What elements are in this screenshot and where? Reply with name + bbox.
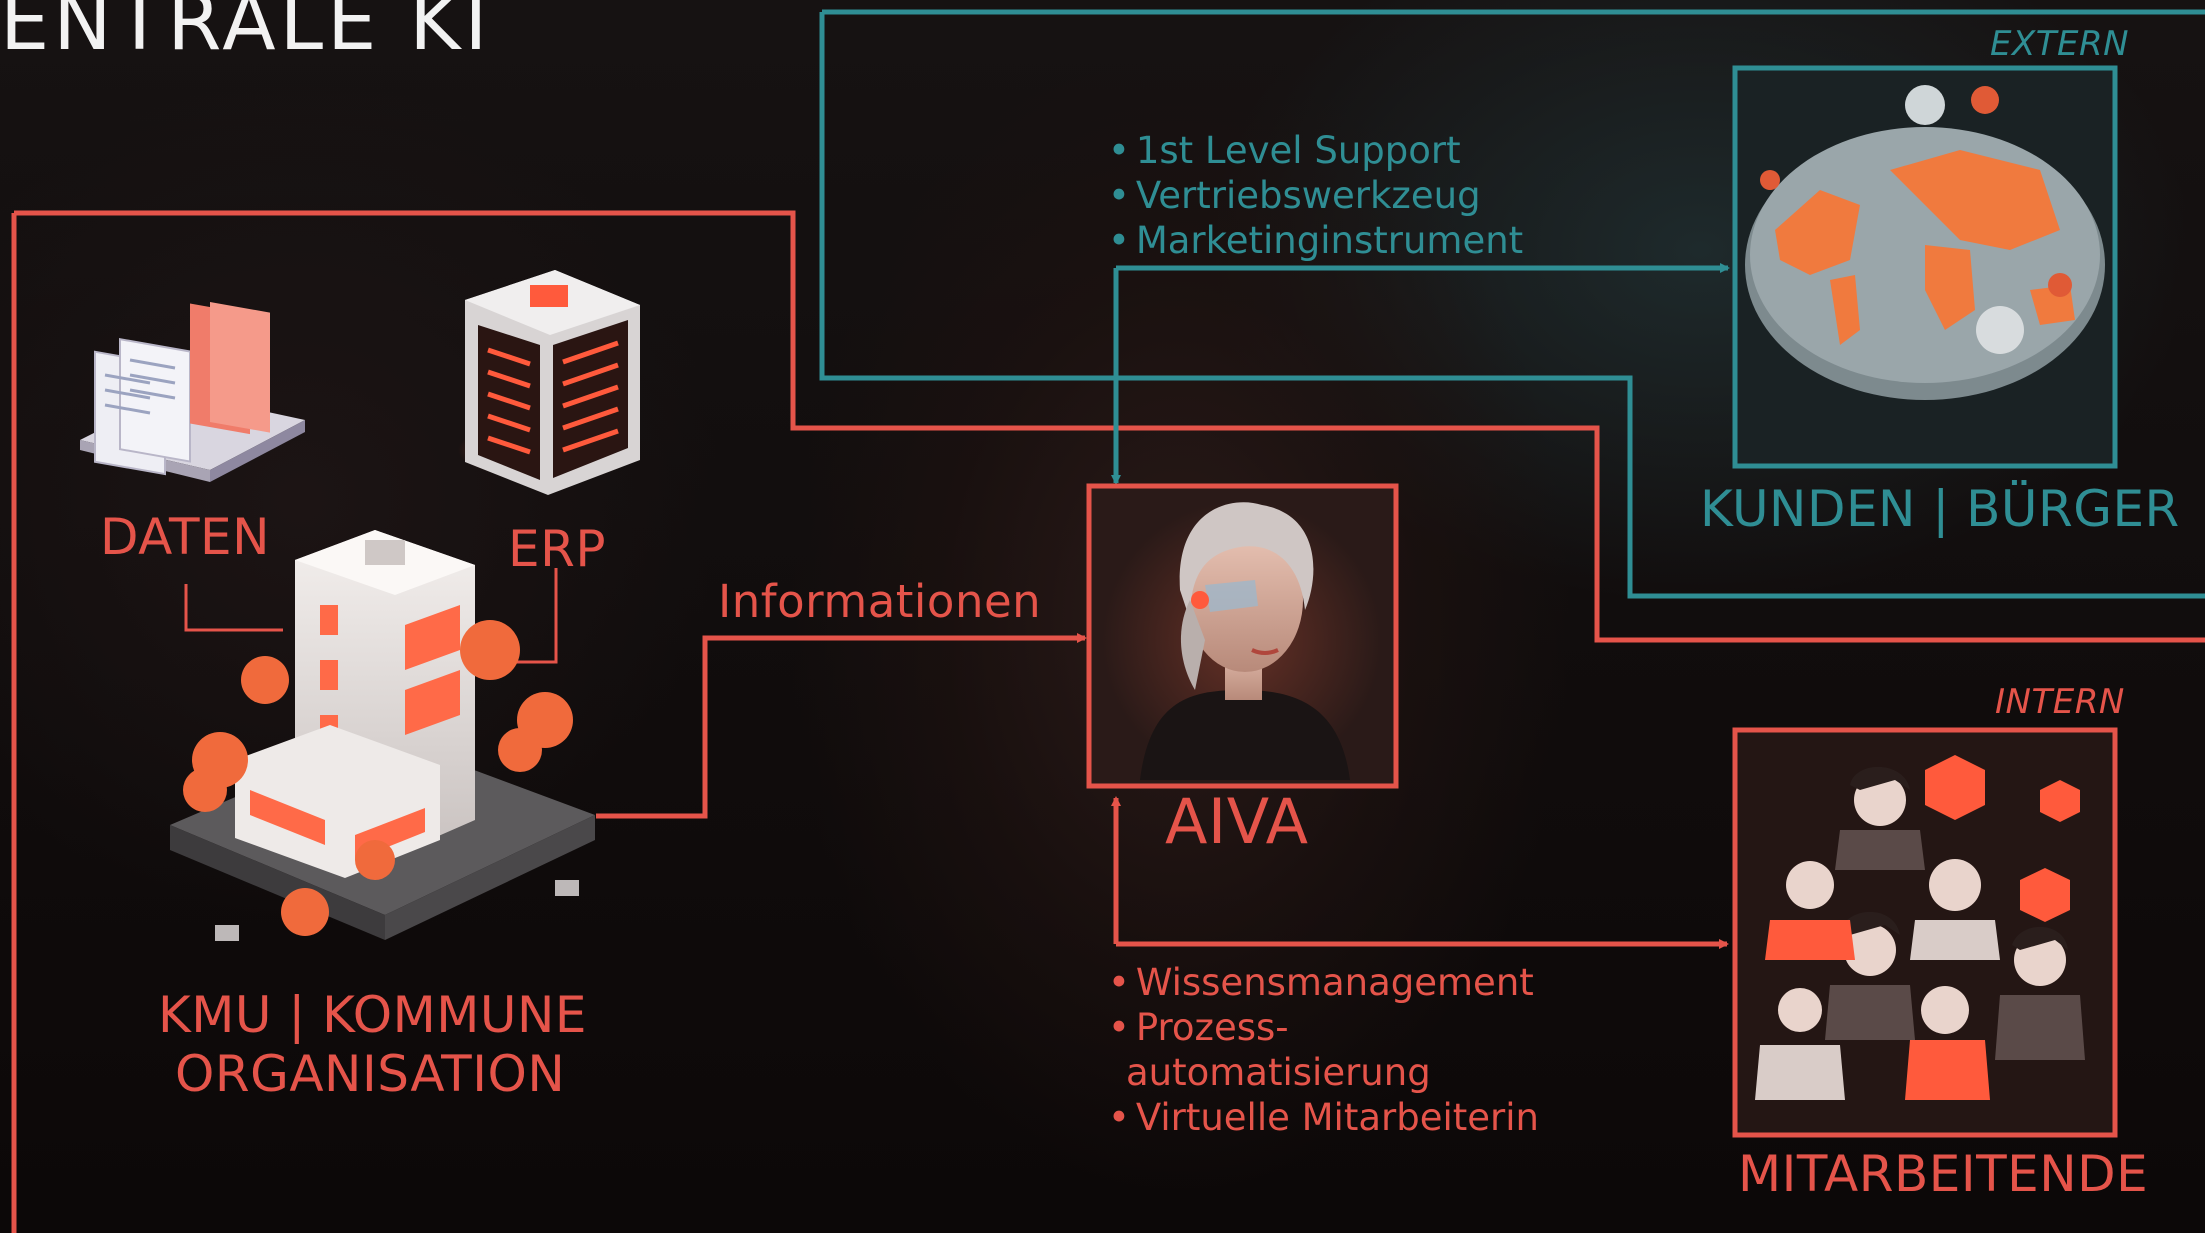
red-frame bbox=[11, 210, 2205, 1233]
extern-tag: EXTERN bbox=[1990, 24, 2130, 64]
extern-bullet-list: 1st Level Support Vertriebswerkzeug Mark… bbox=[1108, 128, 1523, 263]
org-label-line2: ORGANISATION bbox=[175, 1045, 566, 1103]
erp-label: ERP bbox=[508, 520, 606, 578]
daten-label: DATEN bbox=[100, 508, 270, 566]
server-icon bbox=[458, 270, 640, 495]
documents-icon bbox=[80, 302, 305, 482]
extern-bullet: Marketinginstrument bbox=[1108, 218, 1523, 263]
info-arrow bbox=[596, 633, 1087, 819]
intern-bullet-list: Wissensmanagement Prozess- automatisieru… bbox=[1108, 960, 1539, 1140]
team-icon bbox=[1732, 727, 2118, 1138]
globe-icon bbox=[1732, 65, 2118, 469]
flow-label-informationen: Informationen bbox=[718, 575, 1042, 628]
kunden-label: KUNDEN | BÜRGER bbox=[1700, 480, 2180, 538]
intern-bullet: Virtuelle Mitarbeiterin bbox=[1108, 1095, 1539, 1140]
extern-bullet: Vertriebswerkzeug bbox=[1108, 173, 1523, 218]
intern-bullet-continuation: automatisierung bbox=[1108, 1050, 1539, 1095]
intern-tag: INTERN bbox=[1995, 682, 2125, 722]
intern-bullet-continuation-text: automatisierung bbox=[1126, 1051, 1431, 1094]
page-title: ENTRALE KI bbox=[0, 0, 492, 68]
aiva-label: AIVA bbox=[1165, 785, 1309, 858]
intern-bullet: Prozess- bbox=[1108, 1005, 1539, 1050]
extern-bullet: 1st Level Support bbox=[1108, 128, 1523, 173]
building-icon bbox=[170, 530, 595, 941]
mitarbeitende-label: MITARBEITENDE bbox=[1738, 1145, 2149, 1203]
intern-bullet: Wissensmanagement bbox=[1108, 960, 1539, 1005]
aiva-portrait bbox=[1086, 483, 1399, 789]
org-label-line1: KMU | KOMMUNE bbox=[158, 986, 587, 1044]
teal-frame bbox=[819, 9, 2205, 599]
